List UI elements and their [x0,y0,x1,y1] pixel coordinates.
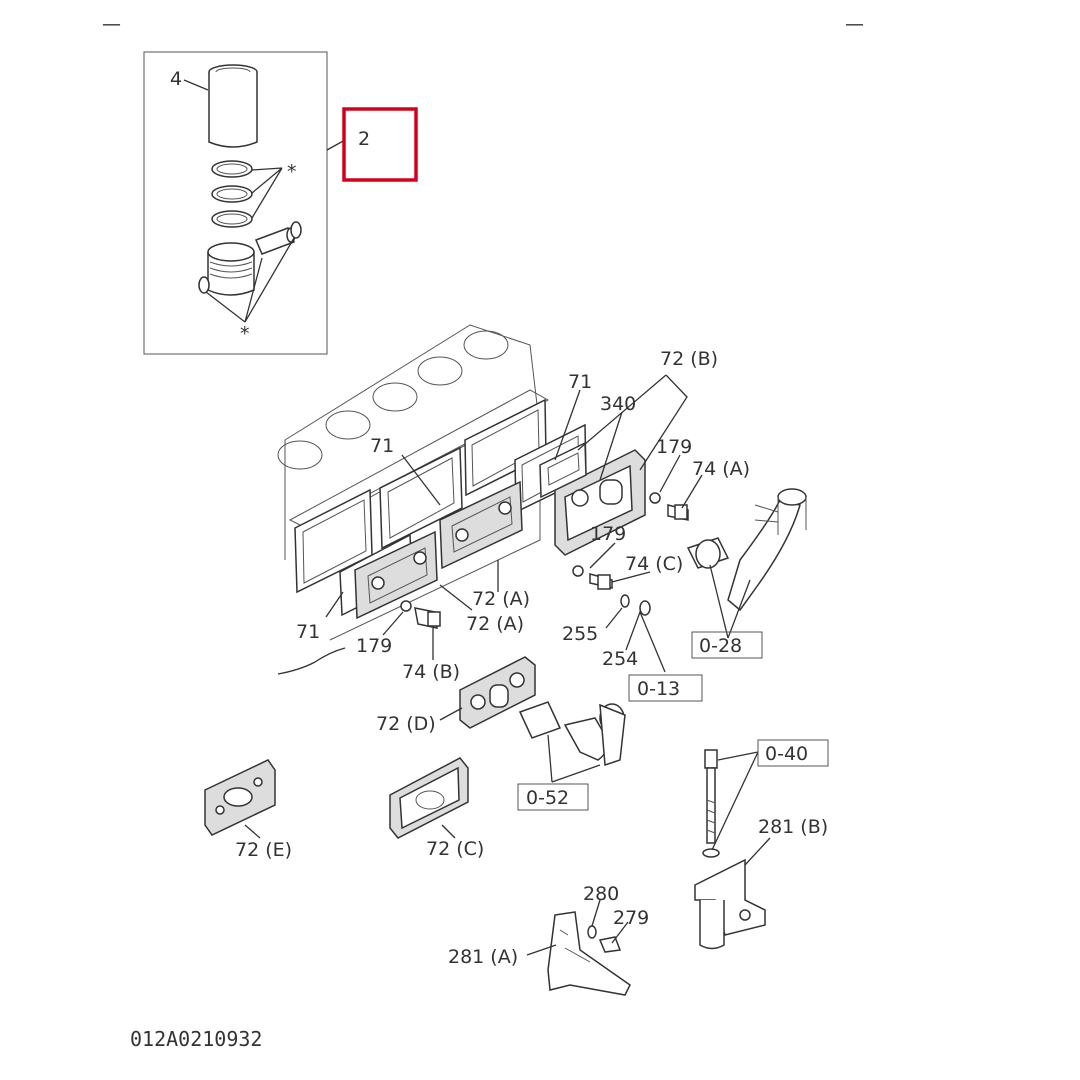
piston-pin[interactable] [255,227,296,255]
piston[interactable] [207,242,255,296]
cover-72a-left[interactable] [354,530,438,620]
callout-71-bottom: 71 [296,621,320,643]
ref-label-0-40: 0-40 [765,743,808,765]
callout-71-mid: 71 [370,435,394,457]
nut-254[interactable] [639,600,651,616]
drawing-number: 012A0210932 [130,1027,262,1051]
callout-star-bottom: * [240,323,250,345]
ref-box-0-13[interactable]: 0-13 [628,674,703,702]
breather-hose[interactable] [686,488,807,612]
ref-label-0-52: 0-52 [526,787,569,809]
ref-box-0-28[interactable]: 0-28 [691,631,763,659]
callout-72b: 72 (B) [660,348,718,370]
element-340[interactable] [539,441,587,499]
callout-star-top: * [287,161,297,183]
ref-label-0-13: 0-13 [637,678,680,700]
corner-mark-left: — [102,13,121,35]
cover-72d[interactable] [459,656,536,729]
bracket-281a[interactable] [547,911,631,996]
callout-74a: 74 (A) [692,458,750,480]
callout-255: 255 [562,623,598,645]
callout-72a-upper: 72 (A) [472,588,530,610]
callout-2: 2 [358,128,370,150]
selection-highlight[interactable] [342,107,418,182]
cover-72a-right[interactable] [439,480,523,570]
callout-4: 4 [170,68,182,90]
callout-179-top: 179 [656,436,692,458]
callout-72d: 72 (D) [376,713,436,735]
bracket-281b[interactable] [694,858,766,950]
washer-255[interactable] [620,594,630,608]
callout-179-bottom: 179 [356,635,392,657]
ref-box-0-52[interactable]: 0-52 [517,783,589,811]
cylinder-liner[interactable] [208,64,258,148]
callout-340: 340 [600,393,636,415]
cover-72e[interactable] [204,759,276,836]
callout-254: 254 [602,648,638,670]
snap-rings[interactable] [198,221,302,294]
callout-74b: 74 (B) [402,661,460,683]
break-line [277,647,346,675]
callout-72e: 72 (E) [235,839,292,861]
corner-mark-right: — [845,13,864,35]
ref-label-0-28: 0-28 [699,635,742,657]
callout-179-mid: 179 [590,523,626,545]
washer-280[interactable] [587,925,597,939]
callout-281b: 281 (B) [758,816,828,838]
bolt-74b[interactable] [400,600,441,629]
breather-pipe[interactable] [518,701,626,767]
callout-281a: 281 (A) [448,946,518,968]
callout-74c: 74 (C) [625,553,683,575]
gasket-71-center[interactable] [379,446,463,550]
piston-rings[interactable] [211,160,253,228]
cover-72c[interactable] [389,757,469,839]
callout-72a-lower: 72 (A) [466,613,524,635]
breather-cover-72b[interactable] [554,449,646,556]
bolt-279[interactable] [598,936,622,953]
long-bolt[interactable] [702,749,720,858]
callout-71-top: 71 [568,371,592,393]
bolt-74c[interactable] [572,565,613,590]
ref-box-0-40[interactable]: 0-40 [757,739,829,767]
callout-72c: 72 (C) [426,838,484,860]
bolt-74a[interactable] [649,492,689,521]
callout-279: 279 [613,907,649,929]
callout-280: 280 [583,883,619,905]
inset-frame [143,51,328,355]
